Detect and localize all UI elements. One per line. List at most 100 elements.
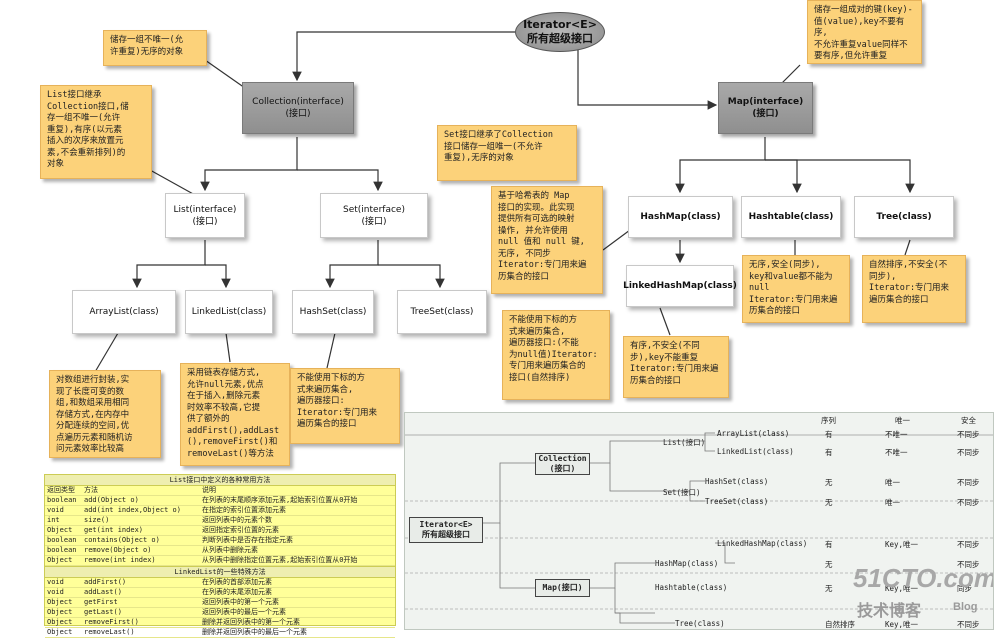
- map-node: Map(interface) (接口): [718, 82, 813, 134]
- iterator-root-node: Iterator<E> 所有超级接口: [515, 12, 605, 52]
- summary-row-name: LinkedList(class): [717, 447, 794, 456]
- table-row: Object get(int index) 返回指定索引位置的元素: [45, 526, 395, 536]
- cell-method: addLast(): [84, 588, 122, 596]
- table-row: Object removeFirst() 删除并返回列表中的第一个元素: [45, 618, 395, 628]
- map-title: Map(interface): [727, 97, 804, 107]
- summary-col-uniq: 唯一: [895, 416, 910, 425]
- cell-return-type: Object: [47, 556, 73, 564]
- cell-return-type: Object: [47, 608, 73, 616]
- watermark-subtitle: 技术博客: [857, 603, 922, 620]
- table-header-row: 返回类型 方法 说明: [45, 486, 395, 496]
- cell-desc: 在指定的索引位置添加元素: [202, 506, 286, 514]
- summary-row-safe: 不同步: [957, 478, 980, 487]
- list-methods-table: List接口中定义的各种常用方法 返回类型 方法 说明 boolean add(O…: [44, 474, 396, 638]
- cell-return-type: boolean: [47, 496, 77, 504]
- summary-row-safe: 不同步: [957, 560, 980, 569]
- cell-method: addFirst(): [84, 578, 127, 586]
- summary-lines: [405, 432, 993, 624]
- cell-return-type: void: [47, 588, 64, 596]
- cell-method: contains(Object o): [84, 536, 160, 544]
- summary-collection-box: Collection (接口): [535, 453, 590, 475]
- hashset-note: 不能使用下标的方 式来遍历集合, 遍历器接口: Iterator:专门用来 遍历…: [290, 368, 400, 444]
- cell-return-type: Object: [47, 598, 73, 606]
- cell-desc: 在列表的末尾顺序添加元素,起始索引位置从0开始: [202, 496, 358, 504]
- cell-return-type: Object: [47, 526, 73, 534]
- cell-desc: 删除并返回列表中的第一个元素: [202, 618, 300, 626]
- root-subtitle: 所有超级接口: [527, 32, 593, 45]
- arraylist-note: 对数组进行封装,实 现了长度可变的数 组,和数组采用相同 存储方式,在内存中 分…: [49, 370, 161, 458]
- summary-row-safe: 不同步: [957, 540, 980, 549]
- summary-row-name: TreeSet(class): [705, 497, 769, 506]
- cell-method: removeFirst(): [84, 618, 139, 626]
- treemap-note: 自然排序,不安全(不 同步), Iterator:专门用来 遍历集合的接口: [862, 255, 966, 323]
- linkedhashmap-note: 有序,不安全(不同 步),key不能重复 Iterator:专门用来遍 历集合的…: [623, 336, 729, 398]
- map-note: 储存一组成对的键(key)- 值(value),key不要有序, 不允许重复va…: [807, 0, 922, 64]
- summary-row-seq: 无: [825, 498, 833, 507]
- treeset-note: 不能使用下标的方 式来遍历集合, 遍历器接口:(不能 为null值)Iterat…: [502, 310, 610, 400]
- collection-subtitle: (接口): [285, 109, 311, 119]
- list-note: List接口继承 Collection接口,储 存一组不唯一(允许 重复),有序…: [40, 85, 152, 179]
- set-note: Set接口继承了Collection 接口储存一组唯一(不允许 重复),无序的对…: [437, 125, 577, 181]
- hashmap-node: HashMap(class): [628, 196, 733, 238]
- summary-row-seq: 无: [825, 584, 833, 593]
- linkedlist-node: LinkedList(class): [185, 290, 273, 334]
- summary-root-subtitle: 所有超级接口: [422, 530, 470, 539]
- cell-method: add(Object o): [84, 496, 139, 504]
- cell-method: remove(Object o): [84, 546, 152, 554]
- cell-desc: 从列表中删除指定位置元素,起始索引位置从0开始: [202, 556, 358, 564]
- summary-col-seq: 序列: [821, 416, 836, 425]
- table-row: boolean add(Object o) 在列表的末尾顺序添加元素,起始索引位置从…: [45, 496, 395, 506]
- cell-return-type: void: [47, 506, 64, 514]
- cell-method: add(int index,Object o): [84, 506, 181, 514]
- summary-row-seq: 有: [825, 430, 833, 439]
- cell-method: removeLast(): [84, 628, 135, 636]
- cell-return-type: Object: [47, 618, 73, 626]
- hashmap-note: 基于哈希表的 Map 接口的实现。此实现 提供所有可选的映射 操作, 并允许使用…: [491, 186, 603, 294]
- list-title: List(interface): [173, 204, 237, 215]
- summary-row-safe: 不同步: [957, 620, 980, 629]
- watermark-blog: Blog: [953, 601, 978, 613]
- summary-row-uniq: Key,唯一: [885, 540, 919, 549]
- summary-row-seq: 无: [825, 478, 833, 487]
- summary-root-box: Iterator<E> 所有超级接口: [409, 517, 483, 543]
- summary-row-seq: 自然排序: [825, 620, 855, 629]
- list-node: List(interface) (接口): [165, 193, 245, 238]
- summary-diagram: 序列 唯一 安全 Iterator<E> 所有超级接口 Collection (…: [404, 412, 994, 630]
- header-desc: 说明: [202, 486, 216, 494]
- cell-method: get(int index): [84, 526, 144, 534]
- summary-list-label: List(接口): [663, 438, 706, 447]
- collection-title: Collection(interface): [252, 97, 344, 107]
- cell-desc: 删除并返回列表中的最后一个元素: [202, 628, 307, 636]
- list-methods-title: List接口中定义的各种常用方法: [45, 475, 395, 486]
- summary-row-seq: 有: [825, 448, 833, 457]
- set-subtitle: (接口): [361, 216, 387, 227]
- cell-return-type: void: [47, 578, 64, 586]
- summary-row-seq: 有: [825, 540, 833, 549]
- list-subtitle: (接口): [192, 216, 218, 227]
- table-row: void add(int index,Object o) 在指定的索引位置添加元素: [45, 506, 395, 516]
- hashtable-note: 无序,安全(同步), key和value都不能为 null Iterator:专…: [742, 255, 850, 323]
- summary-row-name: Hashtable(class): [655, 583, 728, 592]
- summary-map-box: Map(接口): [535, 579, 590, 597]
- cell-desc: 返回指定索引位置的元素: [202, 526, 279, 534]
- summary-row-seq: 无: [825, 560, 833, 569]
- collection-note: 储存一组不唯一(允 许重复)无序的对象: [103, 30, 207, 66]
- cell-desc: 从列表中删除元素: [202, 546, 258, 554]
- cell-return-type: boolean: [47, 546, 77, 554]
- table-row: boolean remove(Object o) 从列表中删除元素: [45, 546, 395, 556]
- header-return-type: 返回类型: [47, 486, 75, 494]
- linkedhashmap-node: LinkedHashMap(class): [623, 265, 737, 307]
- summary-row-name: LinkedHashMap(class): [717, 539, 808, 548]
- summary-row-safe: 同步: [957, 584, 972, 593]
- summary-row-uniq: Key,唯一: [885, 584, 919, 593]
- collection-node: Collection(interface) (接口): [242, 82, 354, 134]
- summary-row-name: HashMap(class): [655, 559, 719, 568]
- hashset-node: HashSet(class): [292, 290, 374, 334]
